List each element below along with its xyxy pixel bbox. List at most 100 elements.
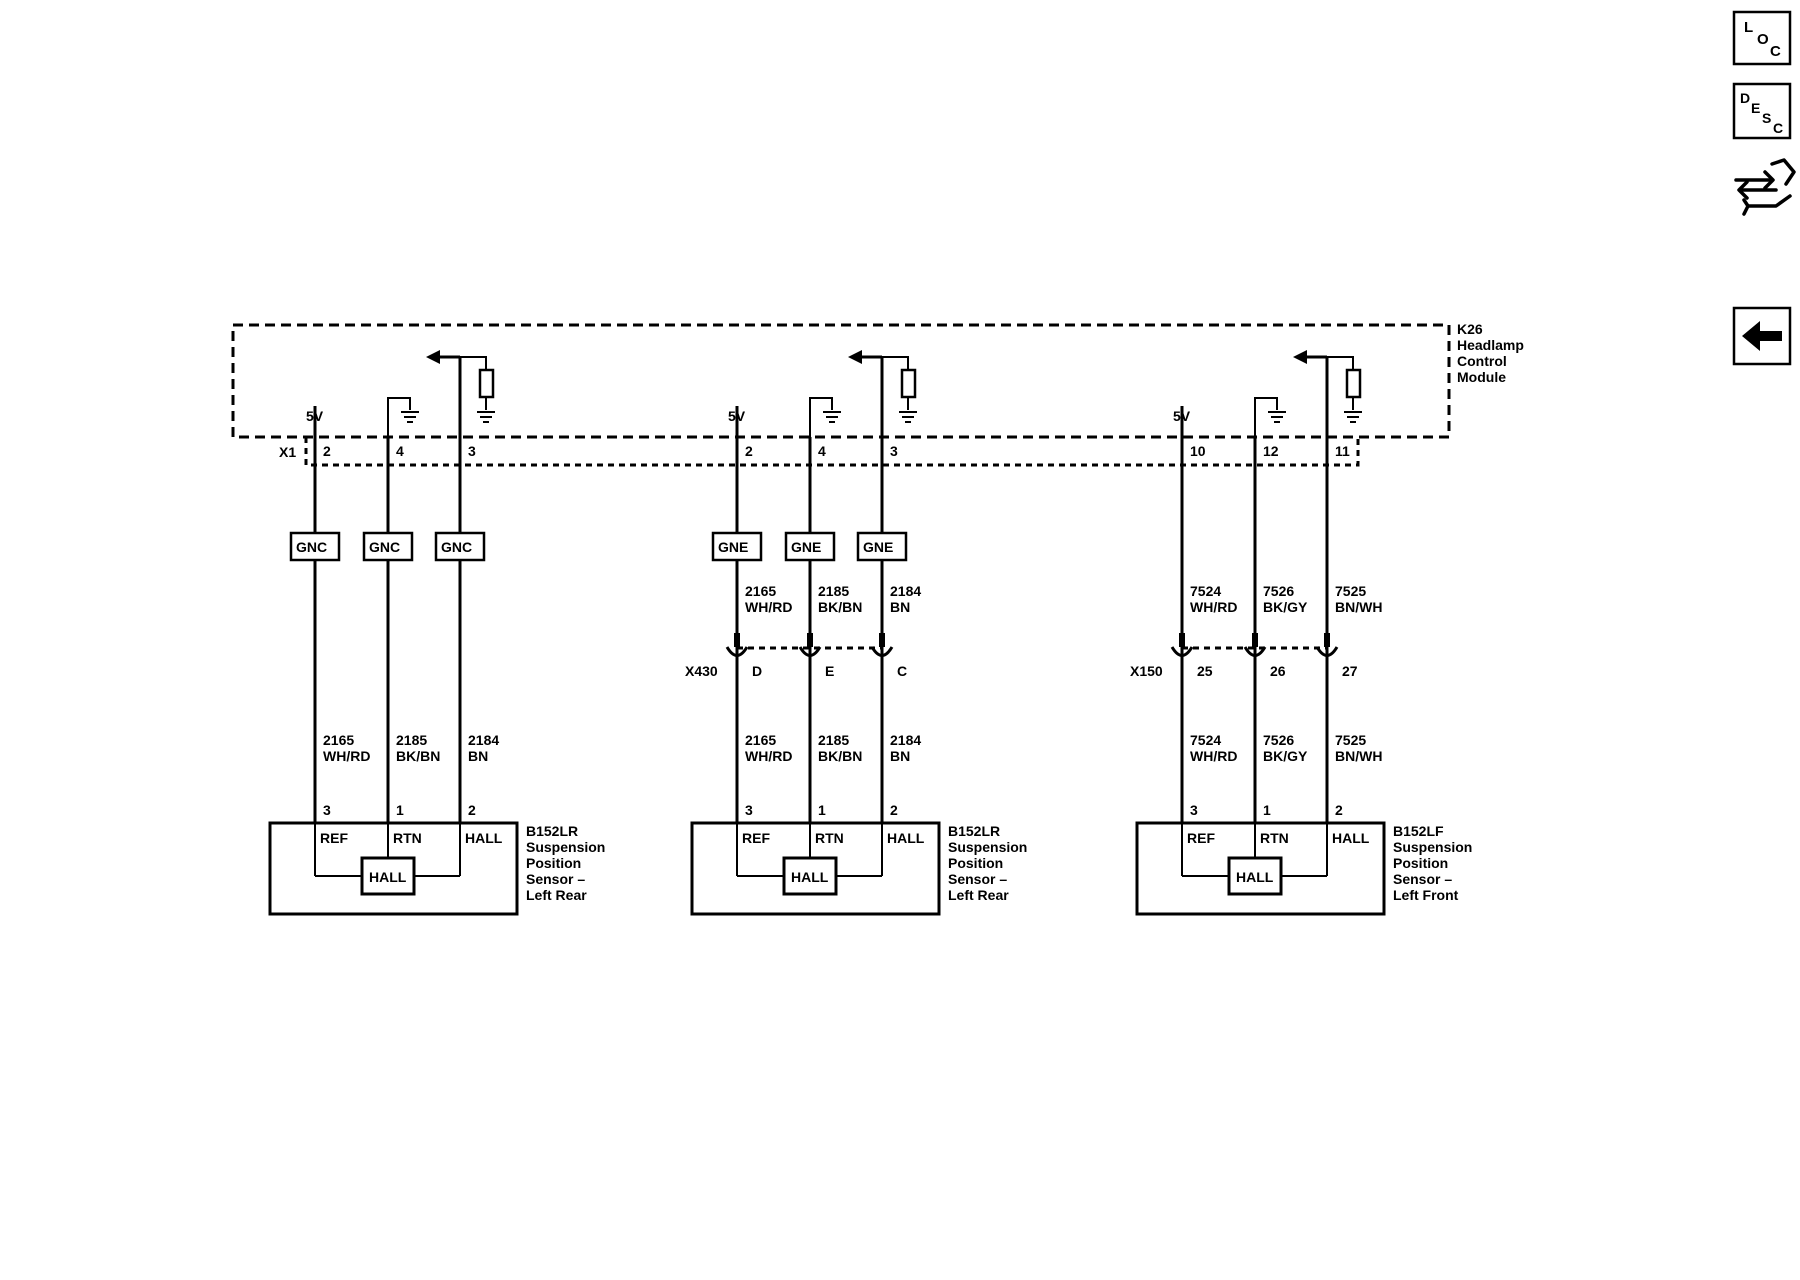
splice-pack-box: [711, 531, 763, 562]
wire-color-code: WH/RD: [323, 748, 370, 764]
ground-lead: [387, 397, 411, 437]
wire-circuit-number: 7524: [1190, 583, 1221, 599]
sensor-body: [268, 821, 519, 916]
hall-element-label: HALL: [1236, 869, 1274, 885]
module-label: K26 Headlamp Control Module: [1457, 321, 1524, 385]
sensor-terminal-label: REF: [1187, 830, 1215, 846]
connector-pin-male: [1324, 633, 1330, 647]
wire-circuit-number: 7526: [1263, 732, 1294, 748]
splice-pack-box: [784, 531, 836, 562]
hall-element-label: HALL: [791, 869, 829, 885]
splice-pack-label: GNC: [441, 539, 472, 555]
resistor-icon: [900, 368, 917, 399]
wire-circuit-number: 7524: [1190, 732, 1221, 748]
supply-voltage-label: 5V: [1173, 408, 1191, 424]
inline-connector-name: X430: [685, 663, 718, 679]
sensor-pin-number: 1: [396, 802, 404, 818]
splice-pack-label: GNC: [369, 539, 400, 555]
resistor-icon: [478, 368, 495, 399]
signal-input-arrow-icon: [1293, 350, 1307, 364]
ground-icon: [477, 411, 495, 423]
wire-circuit-number: 7526: [1263, 583, 1294, 599]
wire-color-code: WH/RD: [1190, 748, 1237, 764]
module-pin-number: 12: [1263, 443, 1279, 459]
loc-letter-c: C: [1770, 43, 1781, 60]
module-name-line-3: Module: [1457, 369, 1506, 385]
module-pin-number: 3: [468, 443, 476, 459]
connector-wrench-button[interactable]: [1734, 158, 1796, 216]
sensor-pin-number: 3: [745, 802, 753, 818]
sensor-pin-number: 2: [468, 802, 476, 818]
wire-color-code: BK/GY: [1263, 748, 1308, 764]
sensor-pin-number: 1: [1263, 802, 1271, 818]
sensor-body: [1135, 821, 1386, 916]
wire-color-code: BN/WH: [1335, 599, 1382, 615]
ground-icon: [823, 411, 841, 423]
inline-pin-label: D: [752, 663, 762, 679]
splice-pack-label: GNE: [718, 539, 748, 555]
sensor-pin-number: 3: [1190, 802, 1198, 818]
module-pin-number: 3: [890, 443, 898, 459]
connector-pin-female: [870, 646, 894, 657]
module-pin-number: 4: [818, 443, 826, 459]
supply-voltage-label: 5V: [306, 408, 324, 424]
desc-letter-d: D: [1740, 90, 1750, 106]
wire-circuit-number: 2184: [890, 583, 921, 599]
wire-color-code: BN/WH: [1335, 748, 1382, 764]
hall-element-box: [1227, 856, 1283, 896]
wire-color-code: BN: [468, 748, 488, 764]
wire-color-code: BK/BN: [818, 748, 862, 764]
wire-color-code: BN: [890, 599, 910, 615]
connector-pin-male: [734, 633, 740, 647]
wire-circuit-number: 2185: [818, 583, 849, 599]
inline-pin-label: 26: [1270, 663, 1286, 679]
wire-circuit-number: 2184: [468, 732, 499, 748]
sensor-description-line: Left Rear: [526, 887, 587, 903]
connector-pin-male: [1252, 633, 1258, 647]
wire-color-code: WH/RD: [745, 748, 792, 764]
connector-pin-female: [798, 646, 822, 657]
wire-color-code: BK/GY: [1263, 599, 1308, 615]
supply-voltage-label: 5V: [728, 408, 746, 424]
splice-pack-label: GNE: [863, 539, 893, 555]
wire-circuit-number: 2165: [745, 583, 776, 599]
wire-circuit-number: 2165: [323, 732, 354, 748]
ground-lead: [1254, 397, 1278, 437]
wire-circuit-number: 2184: [890, 732, 921, 748]
signal-input-arrow-icon: [426, 350, 440, 364]
signal-input-arrow-icon: [848, 350, 862, 364]
location-button[interactable]: L O C: [1732, 10, 1792, 66]
resistor-icon: [1345, 368, 1362, 399]
inline-pin-label: C: [897, 663, 907, 679]
splice-pack-box: [434, 531, 486, 562]
loc-letter-l: L: [1744, 19, 1753, 36]
splice-pack-label: GNE: [791, 539, 821, 555]
splice-pack-box: [362, 531, 414, 562]
connector-pin-male: [807, 633, 813, 647]
hall-element-box: [360, 856, 416, 896]
sensor-description-line: Sensor –: [526, 871, 585, 887]
sensor-terminal-label: HALL: [1332, 830, 1370, 846]
wire-color-code: BK/BN: [818, 599, 862, 615]
connector-pin-male: [1179, 633, 1185, 647]
description-button[interactable]: D E S C: [1732, 82, 1792, 140]
module-ref: K26: [1457, 321, 1483, 337]
sensor-description-line: Sensor –: [948, 871, 1007, 887]
loc-letter-o: O: [1757, 31, 1769, 48]
module-pin-number: 2: [745, 443, 753, 459]
back-button[interactable]: [1732, 306, 1792, 366]
module-pin-number: 11: [1335, 443, 1350, 459]
connector-pin-female: [1243, 646, 1267, 657]
sensor-terminal-label: REF: [320, 830, 348, 846]
sensor-description-line: Left Rear: [948, 887, 1009, 903]
sensor-pin-number: 1: [818, 802, 826, 818]
sensor-description-line: Suspension: [1393, 839, 1472, 855]
inline-pin-label: 25: [1197, 663, 1213, 679]
sensor-description-line: Position: [526, 855, 581, 871]
inline-connector-name: X150: [1130, 663, 1163, 679]
sensor-description-line: Sensor –: [1393, 871, 1452, 887]
sensor-description-line: B152LR: [948, 823, 1000, 839]
